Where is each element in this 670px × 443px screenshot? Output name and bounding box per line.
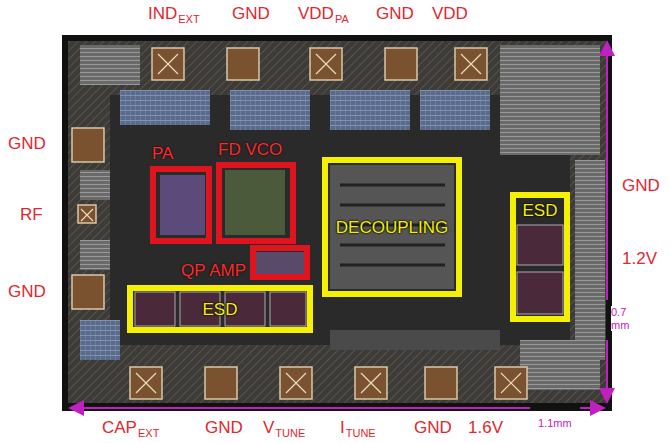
pin-label: VDD	[432, 5, 468, 22]
pin-label: GND	[414, 419, 452, 436]
pin-label: GND	[232, 5, 270, 22]
pin-label: GND	[8, 283, 46, 300]
pin-subscript: PA	[335, 13, 349, 25]
pin-label: RF	[20, 206, 43, 223]
block-label: DECOUPLING	[336, 219, 448, 236]
block-label: ESD	[203, 301, 238, 318]
circuit-block: FD VCO	[216, 162, 296, 244]
pin-label: GND	[205, 419, 243, 436]
pin-name: V	[263, 418, 274, 437]
pin-label: 1.6V	[468, 419, 503, 436]
region-box: ESD	[510, 192, 570, 322]
pin-name: GND	[8, 282, 46, 301]
pin-subscript: TUNE	[275, 427, 305, 439]
pin-name: GND	[232, 4, 270, 23]
block-label: ESD	[523, 202, 558, 219]
pin-subscript: EXT	[138, 427, 159, 439]
pin-name: RF	[20, 205, 43, 224]
dimension-label: 1.1mm	[538, 417, 572, 429]
pin-name: VDD	[298, 4, 334, 23]
pin-name: VDD	[432, 4, 468, 23]
pin-label: 0.7 mm	[611, 306, 639, 331]
block-label: PA	[152, 145, 173, 162]
pin-label: GND	[622, 177, 660, 194]
pin-name: GND	[414, 418, 452, 437]
region-box: ESD	[127, 285, 313, 333]
pin-name: GND	[622, 176, 660, 195]
pin-name: 1.6V	[468, 418, 503, 437]
pin-label: VDDPA	[298, 5, 349, 22]
pin-label: INDEXT	[148, 5, 200, 22]
pin-label: VTUNE	[263, 419, 305, 436]
pin-name: CAP	[102, 418, 137, 437]
pin-label: 1.1mm	[538, 418, 572, 429]
pin-label: GND	[376, 5, 414, 22]
block-label: QP AMP	[181, 262, 246, 279]
pin-label: GND	[8, 135, 46, 152]
pin-label: ITUNE	[340, 419, 376, 436]
pin-subscript: TUNE	[346, 427, 376, 439]
pin-name: 1.2V	[622, 249, 657, 268]
pin-name: GND	[205, 418, 243, 437]
circuit-block: QP AMP	[250, 245, 310, 280]
pin-label: CAPEXT	[102, 419, 159, 436]
dimension-label: 0.7 mm	[611, 306, 629, 331]
pin-name: GND	[376, 4, 414, 23]
pin-name: I	[340, 418, 345, 437]
circuit-block: PA	[150, 166, 212, 244]
pin-name: GND	[8, 134, 46, 153]
block-label: FD VCO	[218, 141, 282, 158]
pin-subscript: EXT	[178, 13, 199, 25]
region-box: DECOUPLING	[322, 157, 462, 297]
pin-name: IND	[148, 4, 177, 23]
pin-label: 1.2V	[622, 250, 657, 267]
